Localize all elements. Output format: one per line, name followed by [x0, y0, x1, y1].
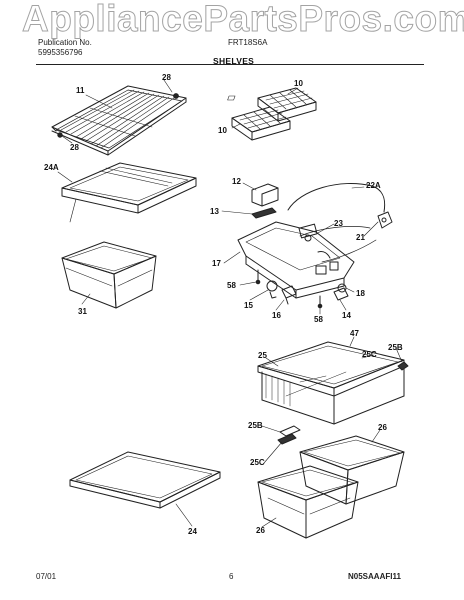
callout: 58: [314, 315, 323, 324]
callout: 21: [356, 233, 365, 242]
callout: 23: [334, 219, 343, 228]
callout: 24A: [44, 163, 59, 172]
pan-31-drawing: [61, 241, 157, 309]
callout: 58: [227, 281, 236, 290]
callout: 47: [350, 329, 359, 338]
crisper-drawers-drawing: [257, 435, 405, 539]
wire-shelf-drawing: [51, 85, 187, 156]
publication-number: 5995356796: [38, 48, 83, 57]
callout: 28: [162, 73, 171, 82]
callout: 25C: [250, 458, 265, 467]
shelf-24-drawing: [69, 451, 221, 509]
footer-code: N05SAAAFI11: [348, 572, 401, 581]
callout: 24: [188, 527, 197, 536]
model-number: FRT18S6A: [228, 38, 268, 47]
callout: 13: [210, 207, 219, 216]
section-title: SHELVES: [213, 56, 255, 66]
callout: 10: [294, 79, 303, 88]
callout: 25C: [362, 350, 377, 359]
control-housing-drawing: [237, 183, 393, 309]
shelf-25-drawing: [257, 341, 409, 445]
callout: 26: [378, 423, 387, 432]
callout: 31: [78, 307, 87, 316]
publication-label: Publication No.: [38, 38, 92, 47]
shelf-24a-drawing: [61, 162, 197, 223]
callout: 28: [70, 143, 79, 152]
callout: 10: [218, 126, 227, 135]
callout: 16: [272, 311, 281, 320]
callout: 26: [256, 526, 265, 535]
callout: 17: [212, 259, 221, 268]
callout: 25B: [248, 421, 263, 430]
ice-trays-drawing: [227, 87, 317, 141]
callout: 11: [76, 86, 85, 95]
callout-labels: 11 28 28 10 10 24A 12 22A 13 23 21 17 31…: [44, 73, 403, 536]
callout: 18: [356, 289, 365, 298]
footer-date: 07/01: [36, 572, 57, 581]
callout: 22A: [366, 181, 381, 190]
callout: 15: [244, 301, 253, 310]
footer-page-number: 6: [229, 572, 234, 581]
watermark: AppliancePartsPros.com: [22, 0, 464, 40]
callout: 25B: [388, 343, 403, 352]
leader-lines: [57, 79, 403, 528]
callout: 25: [258, 351, 267, 360]
callout: 14: [342, 311, 351, 320]
callout: 12: [232, 177, 241, 186]
header-rule: [36, 64, 424, 65]
